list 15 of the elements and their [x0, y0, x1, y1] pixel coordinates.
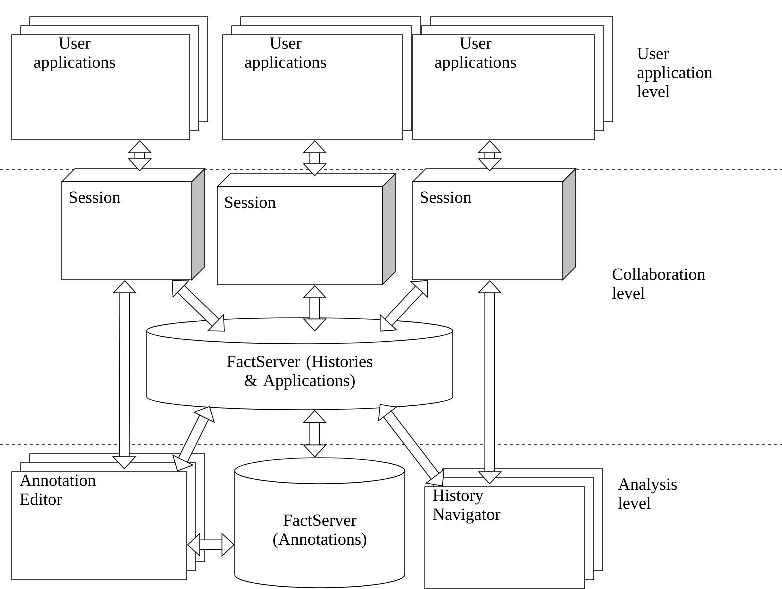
stacked-window-box: History Navigator: [424, 468, 604, 589]
level-label: Analysis level: [618, 478, 678, 510]
double-arrow: [172, 280, 225, 332]
stacked-window-box: User applications: [222, 16, 422, 140]
stacked-window-box: User applications: [12, 16, 208, 140]
level-label: User application level: [638, 48, 712, 98]
double-arrow: [302, 410, 328, 458]
level-label: Collaboration level: [612, 268, 706, 300]
double-arrow: [378, 404, 445, 487]
database-cylinder: FactServer (Annotations): [234, 458, 406, 588]
stacked-window-box: Annotation Editor: [12, 454, 206, 580]
database-cylinder: FactServer (Histories & Applications): [146, 318, 454, 410]
stacked-window-box: User applications: [412, 16, 614, 140]
double-arrow: [380, 280, 428, 332]
node-label: FactServer (Annotations): [274, 514, 366, 549]
